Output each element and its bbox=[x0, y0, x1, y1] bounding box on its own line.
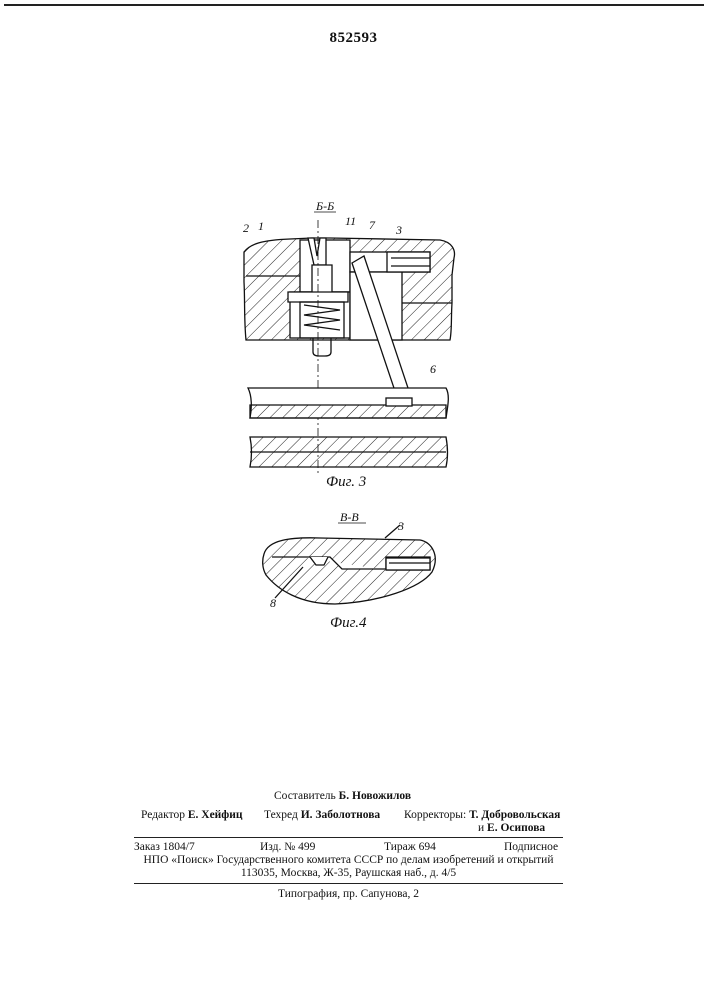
printing-house: Типография, пр. Сапунова, 2 bbox=[134, 888, 563, 901]
compiler-line: Составитель Б. Новожилов bbox=[274, 790, 411, 803]
correctors-line: Корректоры: Т. Добровольская bbox=[404, 809, 560, 822]
editor-line: Редактор Е. Хейфиц bbox=[141, 809, 243, 822]
print-run: Тираж 694 bbox=[384, 841, 436, 854]
imprint-rule-2 bbox=[134, 883, 563, 884]
subscription: Подписное bbox=[504, 841, 558, 854]
organization-line: НПО «Поиск» Государственного комитета СС… bbox=[134, 854, 563, 867]
imprint-rule-1 bbox=[134, 837, 563, 838]
techred-line: Техред И. Заболотнова bbox=[264, 809, 380, 822]
order-number: Заказ 1804/7 bbox=[134, 841, 195, 854]
address-line: 113035, Москва, Ж-35, Раушская наб., д. … bbox=[134, 867, 563, 880]
corrector-2-line: и Е. Осипова bbox=[478, 822, 545, 835]
edition-number: Изд. № 499 bbox=[260, 841, 315, 854]
